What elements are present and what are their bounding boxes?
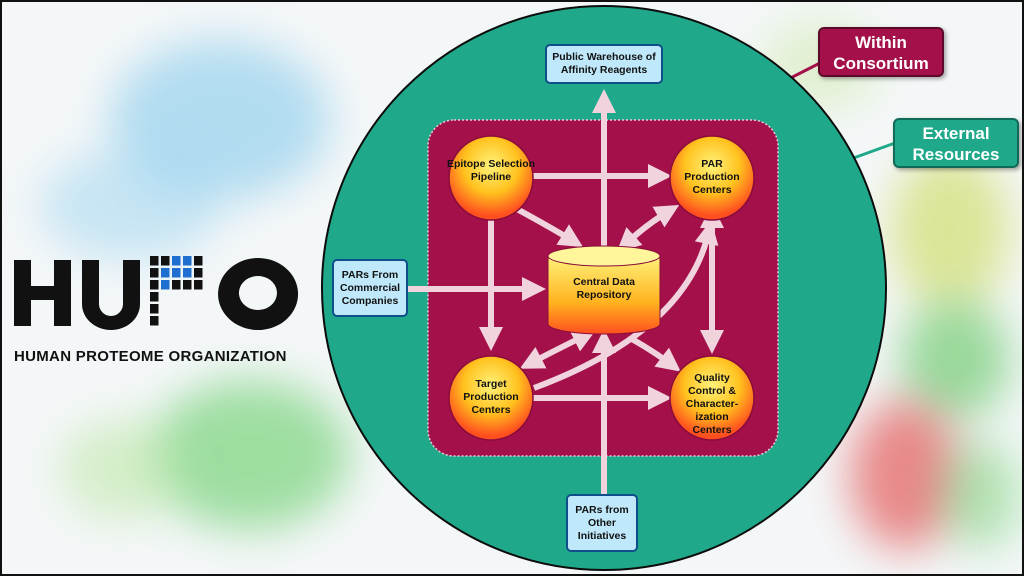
within-consortium-label: Within Consortium: [818, 27, 944, 77]
target-node: [448, 355, 534, 441]
organization-caption: HUMAN PROTEOME ORGANIZATION: [14, 348, 287, 365]
other-initiatives-box: PARs from Other Initiatives: [566, 494, 638, 552]
repository-label: Central Data Repository: [573, 276, 635, 301]
epitope-label: Epitope Selection Pipeline: [446, 158, 536, 183]
par-centers-node: [669, 135, 755, 221]
par-centers-label: PAR Production Centers: [684, 158, 740, 196]
epitope-node: [448, 135, 534, 221]
quality-node: [669, 355, 755, 441]
commercial-box: PARs From Commercial Companies: [332, 259, 408, 317]
warehouse-box: Public Warehouse of Affinity Reagents: [545, 44, 663, 84]
hupo-logo: [14, 256, 299, 330]
repository-cylinder: [547, 245, 661, 335]
external-resources-label: External Resources: [893, 118, 1019, 168]
external-connector: [847, 141, 896, 162]
quality-label: Quality Control & Character-ization Cent…: [685, 372, 739, 436]
target-label: Target Production Centers: [463, 378, 519, 416]
